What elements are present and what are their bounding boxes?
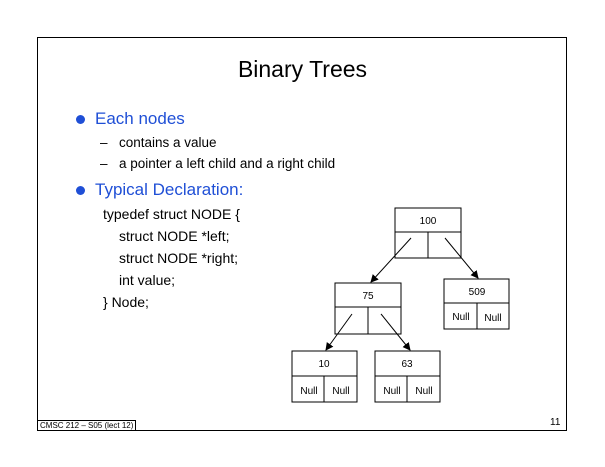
dash-marker: – [100, 135, 108, 150]
footer-course: CMSC 212 – S05 (lect 12) [37, 420, 137, 431]
code-line: struct NODE *right; [119, 250, 239, 266]
footer-page-number: 11 [550, 417, 561, 428]
node-value: 100 [420, 216, 437, 227]
node-value: 10 [318, 359, 330, 370]
slide-title: Binary Trees [237, 56, 368, 82]
null-left: Null [300, 386, 317, 397]
bullet-dot-icon [76, 186, 85, 195]
code-line: } Node; [103, 294, 149, 310]
code-line: struct NODE *left; [119, 228, 230, 244]
code-line: typedef struct NODE { [103, 206, 240, 222]
tree-node-509: 509 Null Null [443, 278, 510, 330]
null-right: Null [332, 386, 349, 397]
dash-marker: – [100, 156, 108, 171]
tree-node-63: 63 Null Null [374, 350, 441, 403]
subitem-pointers: a pointer a left child and a right child [119, 156, 336, 171]
edge-75-right [380, 313, 411, 351]
tree-edges [325, 237, 479, 351]
node-value: 63 [401, 359, 413, 370]
edge-100-right [444, 237, 479, 279]
tree-node-100: 100 [394, 207, 462, 259]
edge-75-left [325, 313, 353, 351]
slide-frame [37, 37, 567, 431]
null-right: Null [484, 313, 501, 324]
null-left: Null [452, 312, 469, 323]
tree-node-10: 10 Null Null [291, 350, 358, 403]
bullet-each-nodes: Each nodes [95, 109, 185, 128]
bullet-dot-icon [76, 115, 85, 124]
null-left: Null [383, 386, 400, 397]
null-right: Null [415, 386, 432, 397]
footer-course-label: CMSC 212 – S05 (lect 12) [37, 420, 137, 431]
subitem-value: contains a value [119, 135, 217, 150]
node-value: 509 [469, 287, 486, 298]
bullet-typical-declaration: Typical Declaration: [95, 180, 244, 199]
edge-100-left [370, 237, 412, 283]
node-value: 75 [362, 291, 374, 302]
tree-node-75: 75 [334, 282, 402, 335]
code-line: int value; [119, 272, 176, 288]
